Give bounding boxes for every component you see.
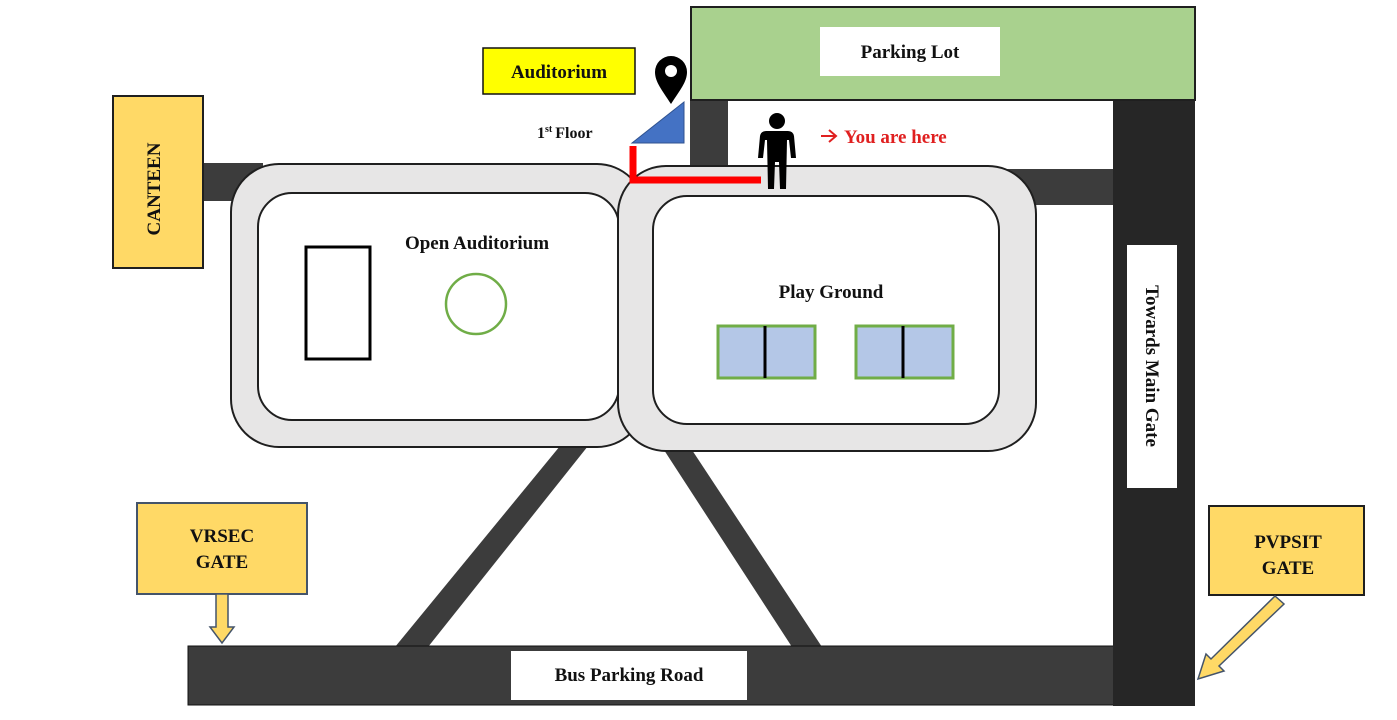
towards-main-gate-label: Towards Main Gate xyxy=(1141,285,1162,447)
auditorium-label: Auditorium xyxy=(511,62,607,83)
pvpsit-gate-line1: PVPSIT xyxy=(1254,532,1322,553)
open-auditorium-circle xyxy=(444,272,508,336)
gate-arrow-icon xyxy=(208,593,236,645)
stairs-ramp xyxy=(630,100,685,144)
pvpsit-gate-arrow-icon xyxy=(1196,594,1286,681)
main-gate-label-box xyxy=(1127,245,1177,488)
location-pin-icon xyxy=(655,56,687,104)
road-diagonal-left xyxy=(395,446,588,647)
open-auditorium-label: Open Auditorium xyxy=(405,233,549,254)
canteen-label: CANTEEN xyxy=(144,142,165,235)
court-left xyxy=(716,324,817,380)
arrow-right-icon xyxy=(821,129,838,143)
pvpsit-gate-line2: GATE xyxy=(1262,558,1314,579)
bus-parking-road-label-box xyxy=(511,651,747,700)
stage-rectangle xyxy=(304,245,372,361)
vrsec-gate-line2: GATE xyxy=(196,552,248,573)
you-are-here-label: You are here xyxy=(844,127,947,148)
road-parking-connector xyxy=(690,100,728,168)
court-right xyxy=(854,324,955,380)
road-diagonal-right xyxy=(664,450,822,647)
parking-lot-label-box xyxy=(820,27,1000,76)
route-path xyxy=(629,146,761,184)
person-icon xyxy=(758,113,796,189)
play-ground-label: Play Ground xyxy=(779,282,884,303)
vrsec-gate-line1: VRSEC xyxy=(190,526,254,547)
pvpsit-gate-box xyxy=(1208,505,1365,596)
play-ground-block-inner xyxy=(652,195,1000,425)
auditorium-label-box xyxy=(482,47,636,95)
bus-parking-road-label: Bus Parking Road xyxy=(555,665,704,686)
vrsec-gate-box xyxy=(136,502,308,595)
parking-lot-label: Parking Lot xyxy=(861,42,960,63)
canteen-box xyxy=(112,95,204,269)
